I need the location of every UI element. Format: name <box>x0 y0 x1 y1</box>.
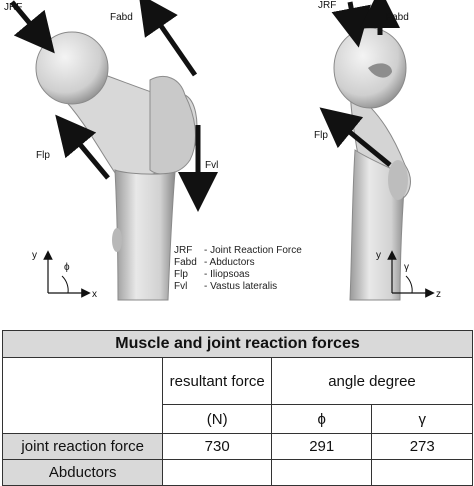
right-femur <box>333 27 411 301</box>
left-flp-arrow <box>55 114 110 180</box>
right-flp-arrow <box>319 107 392 167</box>
left-axis-y-label: y <box>32 250 37 261</box>
col-resultant-force: resultant force <box>162 357 272 405</box>
table-units-row: (N) ϕ γ <box>3 404 473 434</box>
right-axis-z-label: z <box>436 289 441 300</box>
row-gamma <box>371 459 473 486</box>
row-phi: 291 <box>270 433 373 460</box>
left-lesser-trochanter <box>112 228 122 252</box>
table-title: Muscle and joint reaction forces <box>2 330 473 358</box>
right-fabd-label: Fabd <box>386 12 409 23</box>
femur-illustration: JRF Fabd Flp Fvl JRF Fabd Flp JRF - Join… <box>4 0 441 301</box>
femur-force-diagram: JRF Fabd Flp Fvl JRF Fabd Flp JRF - Join… <box>4 0 441 301</box>
left-femur-head <box>35 31 109 105</box>
left-fabd-label: Fabd <box>110 12 133 23</box>
left-flp-label: Flp <box>36 150 50 161</box>
right-flp-label: Flp <box>314 130 328 141</box>
right-force-arrows <box>319 0 400 167</box>
col-angle-degree: angle degree <box>271 357 473 405</box>
legend-abbr-3: Flp <box>174 269 188 280</box>
left-axis-x-label: x <box>92 289 97 300</box>
right-axes: y z γ <box>376 250 441 300</box>
row-phi <box>270 459 373 486</box>
right-trochanter-bump <box>388 160 408 200</box>
row-force <box>162 459 272 486</box>
table-row: Abductors <box>1 459 473 486</box>
table-row: joint reaction force 730 291 273 <box>1 433 473 460</box>
left-force-arrows <box>10 0 218 212</box>
left-jrf-arrow <box>10 0 55 54</box>
row-force: 730 <box>162 433 272 460</box>
row-label: Abductors <box>1 459 164 486</box>
left-fabd-arrow <box>138 0 198 77</box>
unit-force: (N) <box>162 404 272 434</box>
left-axes: y x ϕ <box>32 250 97 300</box>
row-label: joint reaction force <box>1 433 164 460</box>
right-jrf-label: JRF <box>318 0 336 11</box>
left-jrf-label: JRF <box>4 2 22 13</box>
unit-phi: ϕ <box>270 404 373 434</box>
legend-text-4: - Vastus lateralis <box>204 281 277 292</box>
left-greater-trochanter <box>149 76 196 175</box>
legend-text-3: - Iliopsoas <box>204 269 250 280</box>
legend: JRF - Joint Reaction Force Fabd - Abduct… <box>174 245 302 292</box>
right-fovea <box>368 63 392 78</box>
left-axis-angle-label: ϕ <box>64 262 70 273</box>
forces-table: Muscle and joint reaction forces resulta… <box>1 330 473 486</box>
left-fvl-label: Fvl <box>205 160 218 171</box>
right-axis-y-label: y <box>376 250 381 261</box>
legend-abbr-4: Fvl <box>174 281 187 292</box>
legend-text-2: - Abductors <box>204 257 255 268</box>
legend-abbr-1: JRF <box>174 245 192 256</box>
left-femur-shaft <box>114 169 176 301</box>
unit-gamma: γ <box>371 404 473 434</box>
right-jrf-arrow <box>331 1 371 48</box>
left-femur <box>35 31 198 301</box>
table-title-row: Muscle and joint reaction forces <box>2 330 473 358</box>
legend-abbr-2: Fabd <box>174 257 197 268</box>
table-corner-cell <box>1 357 164 434</box>
legend-text-1: - Joint Reaction Force <box>204 245 302 256</box>
right-axis-angle-label: γ <box>404 262 409 273</box>
row-gamma: 273 <box>371 433 473 460</box>
table-header-row: resultant force angle degree <box>1 357 473 434</box>
